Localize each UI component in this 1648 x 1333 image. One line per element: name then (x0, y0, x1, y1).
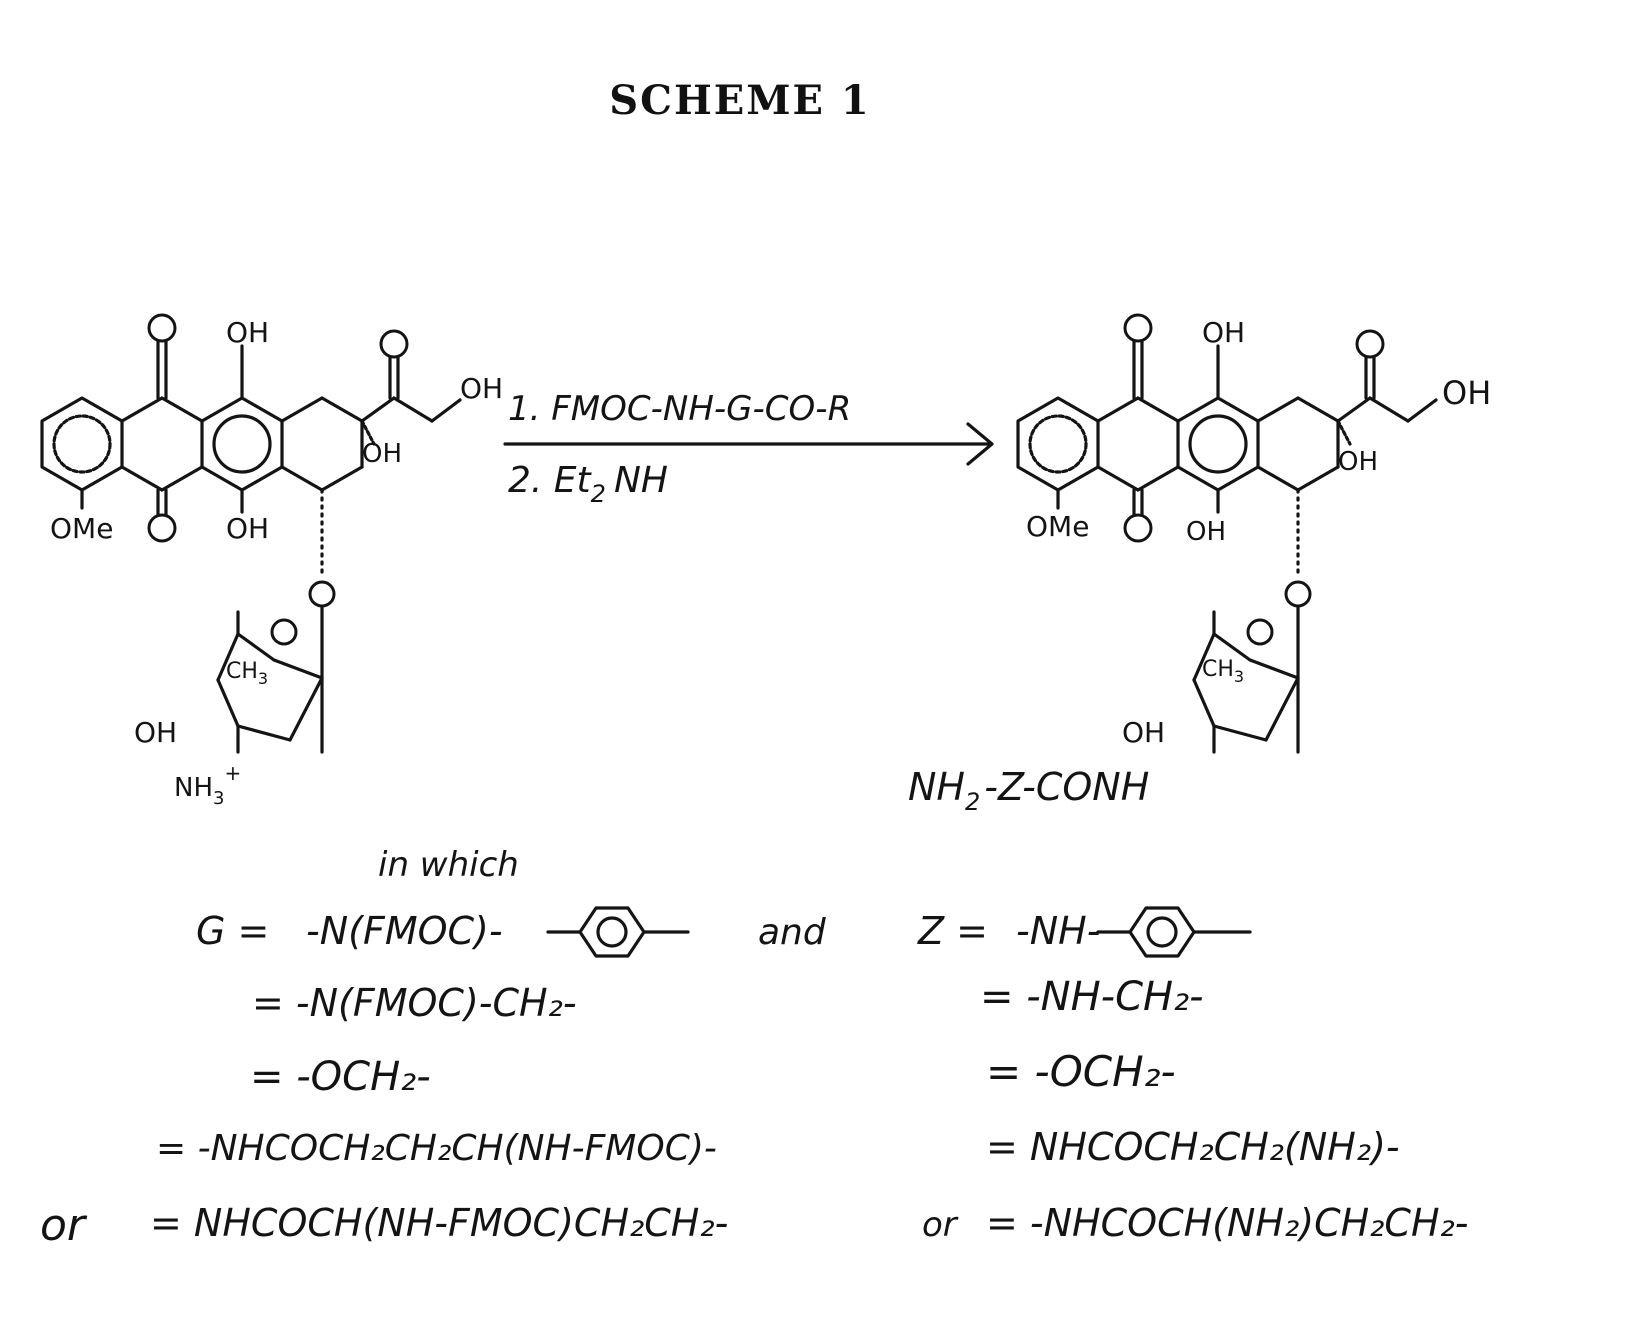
z-option-4: = NHCOCH₂CH₂(NH₂)- (986, 1125, 1400, 1169)
g-option-2: = -N(FMOC)-CH₂- (252, 981, 577, 1025)
left-ch3: CH3 (226, 659, 268, 688)
scheme-title: SCHEME 1 (609, 77, 871, 124)
g-label: G = (196, 909, 269, 953)
g-option-3: = -OCH₂- (250, 1054, 431, 1100)
reagent-step-1: 1. FMOC-NH-G-CO-R (508, 389, 851, 429)
left-ome: OMe (50, 512, 113, 545)
g-option-4: = -NHCOCH₂CH₂CH(NH-FMOC)- (156, 1128, 717, 1169)
g-option-last: = NHCOCH(NH-FMOC)CH₂CH₂- (150, 1201, 728, 1245)
definitions-connector: and (758, 912, 827, 953)
g-first-option: -N(FMOC)- (306, 909, 503, 953)
right-oh-chain: OH (1442, 374, 1491, 412)
z-option-last: = -NHCOCH(NH₂)CH₂CH₂- (986, 1201, 1468, 1245)
reaction-arrow (505, 424, 992, 464)
z-first-option: -NH- (1016, 909, 1100, 953)
right-molecule-structure: OH OH OH OH OMe CH3 OH (1018, 315, 1491, 752)
left-oh-sugar: OH (134, 716, 177, 749)
g-phenylene-ring (548, 908, 688, 956)
right-ome: OMe (1026, 510, 1089, 543)
right-oh-side: OH (1338, 447, 1378, 477)
right-oh-sugar: OH (1122, 716, 1165, 749)
right-oh-top: OH (1202, 316, 1245, 349)
left-oh-ring: OH (226, 512, 269, 545)
reagent-step-2: 2. Et2NH (508, 460, 668, 508)
right-ch3: CH3 (1202, 657, 1244, 686)
z-label: Z = (917, 909, 988, 953)
left-oh-side: OH (362, 439, 402, 469)
left-oh-top: OH (226, 316, 269, 349)
right-oh-ring: OH (1186, 517, 1226, 547)
right-amide-label: NH2-Z-CONH (908, 765, 1149, 816)
left-molecule-structure: OH OH OH OH OMe CH3 OH NH3+ (42, 315, 503, 809)
g-or-word: or (40, 1200, 88, 1251)
definitions-intro: in which (378, 845, 519, 885)
z-phenylene-ring (1098, 908, 1250, 956)
z-option-2: = -NH-CH₂- (980, 974, 1204, 1020)
z-or-word: or (922, 1205, 959, 1245)
z-option-3: = -OCH₂- (986, 1047, 1176, 1096)
left-amine: NH3+ (174, 761, 241, 809)
left-oh-chain: OH (460, 372, 503, 405)
